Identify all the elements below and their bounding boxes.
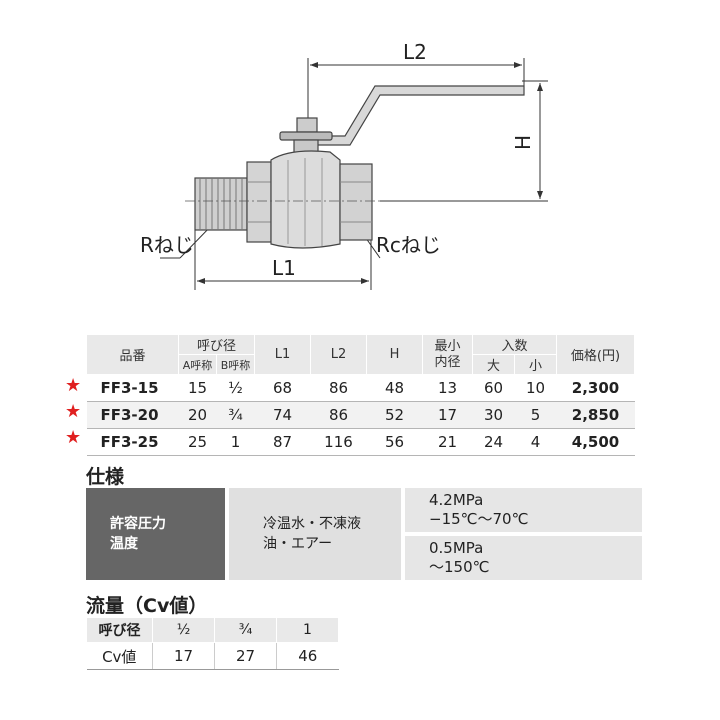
r-thread-label: Rねじ — [140, 233, 194, 257]
b-size: 1 — [216, 428, 255, 456]
header-min-bore: 最小 内径 — [422, 334, 473, 375]
male-thread-end — [194, 177, 248, 231]
female-thread-end — [339, 163, 373, 241]
spec-fluid-line1: 冷温水・不凍液 — [263, 516, 361, 532]
valve-drawing: L2 H L1 Rねじ Rcねじ — [140, 40, 548, 290]
header-l1: L1 — [254, 334, 311, 375]
header-qty-large: 大 — [472, 354, 515, 375]
star-icon: ★ — [65, 375, 82, 396]
header-b-nominal: B呼称 — [216, 354, 255, 375]
h-value: 52 — [366, 401, 423, 429]
stem-nut — [296, 117, 318, 133]
header-a-nominal: A呼称 — [178, 354, 217, 375]
header-l2: L2 — [310, 334, 367, 375]
qty-small-value: 5 — [514, 401, 557, 429]
table-row: Cv値 17 27 46 — [86, 642, 339, 670]
qty-small-value: 10 — [514, 374, 557, 402]
flow-table: 呼び径 ½ ¾ 1 Cv値 17 27 46 — [86, 617, 339, 670]
l1-value: 68 — [254, 374, 311, 402]
h-value: 48 — [366, 374, 423, 402]
flow-header-half: ½ — [152, 617, 215, 643]
spec-fluid-box: 冷温水・不凍液 油・エアー — [229, 488, 401, 580]
qty-large-value: 24 — [472, 428, 515, 456]
bore-value: 13 — [422, 374, 473, 402]
header-code: 品番 — [86, 334, 179, 375]
cv-value: 17 — [152, 642, 215, 670]
h-label: H — [511, 135, 535, 150]
flow-row-label: Cv値 — [86, 642, 153, 670]
l2-value: 116 — [310, 428, 367, 456]
flow-title: 流量（Cv値） — [86, 595, 208, 617]
lever-handle — [299, 85, 525, 146]
star-icon: ★ — [65, 427, 82, 448]
spec-cond1-pressure: 4.2MPa — [429, 491, 484, 509]
spec-cond1-temperature: −15℃〜70℃ — [429, 510, 529, 528]
l1-value: 74 — [254, 401, 311, 429]
rc-thread-label: Rcねじ — [376, 233, 441, 257]
spec-fluid-line2: 油・エアー — [263, 536, 333, 552]
flow-header-three-quarter: ¾ — [214, 617, 277, 643]
spec-label-temperature: 温度 — [110, 536, 138, 552]
header-qty-small: 小 — [514, 354, 557, 375]
a-size: 20 — [178, 401, 217, 429]
spec-condition-2: 0.5MPa 〜150℃ — [405, 536, 642, 580]
table-row: FF3-15 15 ½ 68 86 48 13 60 10 2,300 — [86, 374, 635, 402]
l1-value: 87 — [254, 428, 311, 456]
header-price: 価格(円) — [556, 334, 635, 375]
spec-condition-1: 4.2MPa −15℃〜70℃ — [405, 488, 642, 532]
cv-value: 27 — [214, 642, 277, 670]
l1-label: L1 — [272, 256, 296, 280]
spec-label-pressure: 許容圧力 — [110, 516, 166, 532]
spec-cond2-temperature: 〜150℃ — [429, 558, 490, 576]
price-value: 2,300 — [556, 374, 635, 402]
header-nominal: 呼び径 — [178, 334, 255, 355]
h-value: 56 — [366, 428, 423, 456]
table-row: FF3-20 20 ¾ 74 86 52 17 30 5 2,850 — [86, 401, 635, 429]
header-qty: 入数 — [472, 334, 557, 355]
a-size: 15 — [178, 374, 217, 402]
spec-title: 仕様 — [86, 466, 125, 488]
product-code: FF3-20 — [86, 401, 179, 429]
flow-header-nominal: 呼び径 — [86, 617, 153, 643]
table-row: FF3-25 25 1 87 116 56 21 24 4 4,500 — [86, 428, 635, 456]
bore-value: 21 — [422, 428, 473, 456]
qty-large-value: 60 — [472, 374, 515, 402]
product-code: FF3-25 — [86, 428, 179, 456]
qty-small-value: 4 — [514, 428, 557, 456]
b-size: ¾ — [216, 401, 255, 429]
bore-value: 17 — [422, 401, 473, 429]
l2-value: 86 — [310, 401, 367, 429]
l2-value: 86 — [310, 374, 367, 402]
b-size: ½ — [216, 374, 255, 402]
header-h: H — [366, 334, 423, 375]
flow-header-one: 1 — [276, 617, 339, 643]
l2-label: L2 — [403, 40, 427, 64]
price-value: 2,850 — [556, 401, 635, 429]
spec-cond2-pressure: 0.5MPa — [429, 539, 484, 557]
product-table: 品番 呼び径 L1 L2 H 最小 内径 入数 価格(円) A呼称 B呼称 大 … — [86, 334, 635, 456]
spec-label-box: 許容圧力 温度 — [86, 488, 225, 580]
qty-large-value: 30 — [472, 401, 515, 429]
star-icon: ★ — [65, 401, 82, 422]
product-code: FF3-15 — [86, 374, 179, 402]
price-value: 4,500 — [556, 428, 635, 456]
cv-value: 46 — [276, 642, 339, 670]
a-size: 25 — [178, 428, 217, 456]
